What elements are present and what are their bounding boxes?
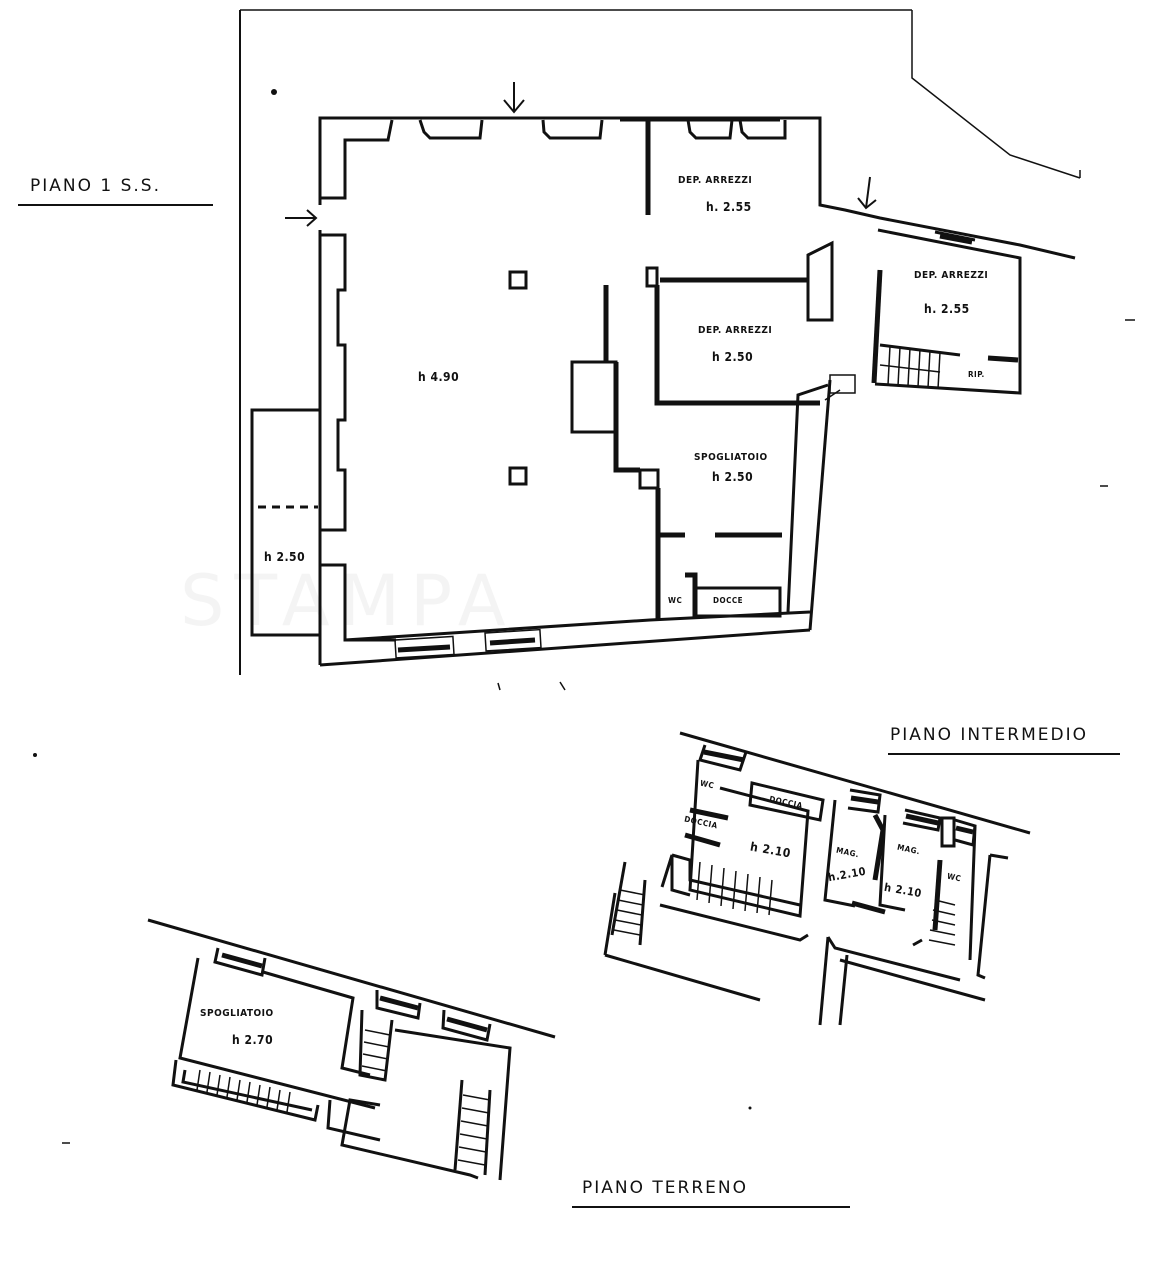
- piano-terreno-plan: [147, 918, 556, 1181]
- stair-terreno-2: [358, 1009, 394, 1082]
- floor-title-piano-intermedio: PIANO INTERMEDIO: [888, 725, 1120, 755]
- room-height-spogliatoio-terreno: h 2.70: [232, 1033, 274, 1047]
- label-rip: RIP.: [968, 370, 985, 379]
- entry-arrows: [285, 82, 877, 401]
- label-wc-ss: WC: [668, 596, 683, 605]
- room-height-dep-arrezzi-middle: h 2.50: [712, 350, 754, 364]
- stair-terreno-1: [196, 1069, 291, 1113]
- room-height-dep-arrezzi-top: h. 2.55: [706, 200, 752, 214]
- room-name-spogliatoio-terreno: SPOGLIATOIO: [200, 1008, 274, 1019]
- room-height-main-hall: h 4.90: [418, 370, 460, 384]
- site-boundary: [239, 9, 1081, 675]
- room-height-spogliatoio-ss: h 2.50: [712, 470, 754, 484]
- room-name-dep-arrezzi-top: DEP. ARREZZI: [678, 175, 753, 186]
- room-name-dep-arrezzi-middle: DEP. ARREZZI: [698, 325, 773, 336]
- room-height-annex: h 2.50: [264, 550, 306, 564]
- stair-intermedio-2: [912, 899, 956, 947]
- stair-terreno-3: [453, 1079, 492, 1176]
- stair-intermedio-outside: [610, 861, 647, 946]
- stair-intermedio-1: [671, 853, 801, 916]
- piano-1-ss-plan: [250, 82, 1076, 667]
- floor-title-piano-1-ss: PIANO 1 S.S.: [18, 176, 213, 206]
- watermark: STAMPA: [180, 560, 516, 642]
- label-docce: DOCCE: [713, 596, 744, 605]
- room-height-dep-arrezzi-right: h. 2.55: [924, 302, 970, 316]
- floor-title-piano-terreno: PIANO TERRENO: [572, 1178, 850, 1208]
- room-name-spogliatoio-ss: SPOGLIATOIO: [694, 452, 768, 463]
- room-name-dep-arrezzi-right: DEP. ARREZZI: [914, 270, 989, 281]
- stair-right: [879, 343, 1019, 390]
- piano-intermedio-plan: [603, 731, 1031, 1026]
